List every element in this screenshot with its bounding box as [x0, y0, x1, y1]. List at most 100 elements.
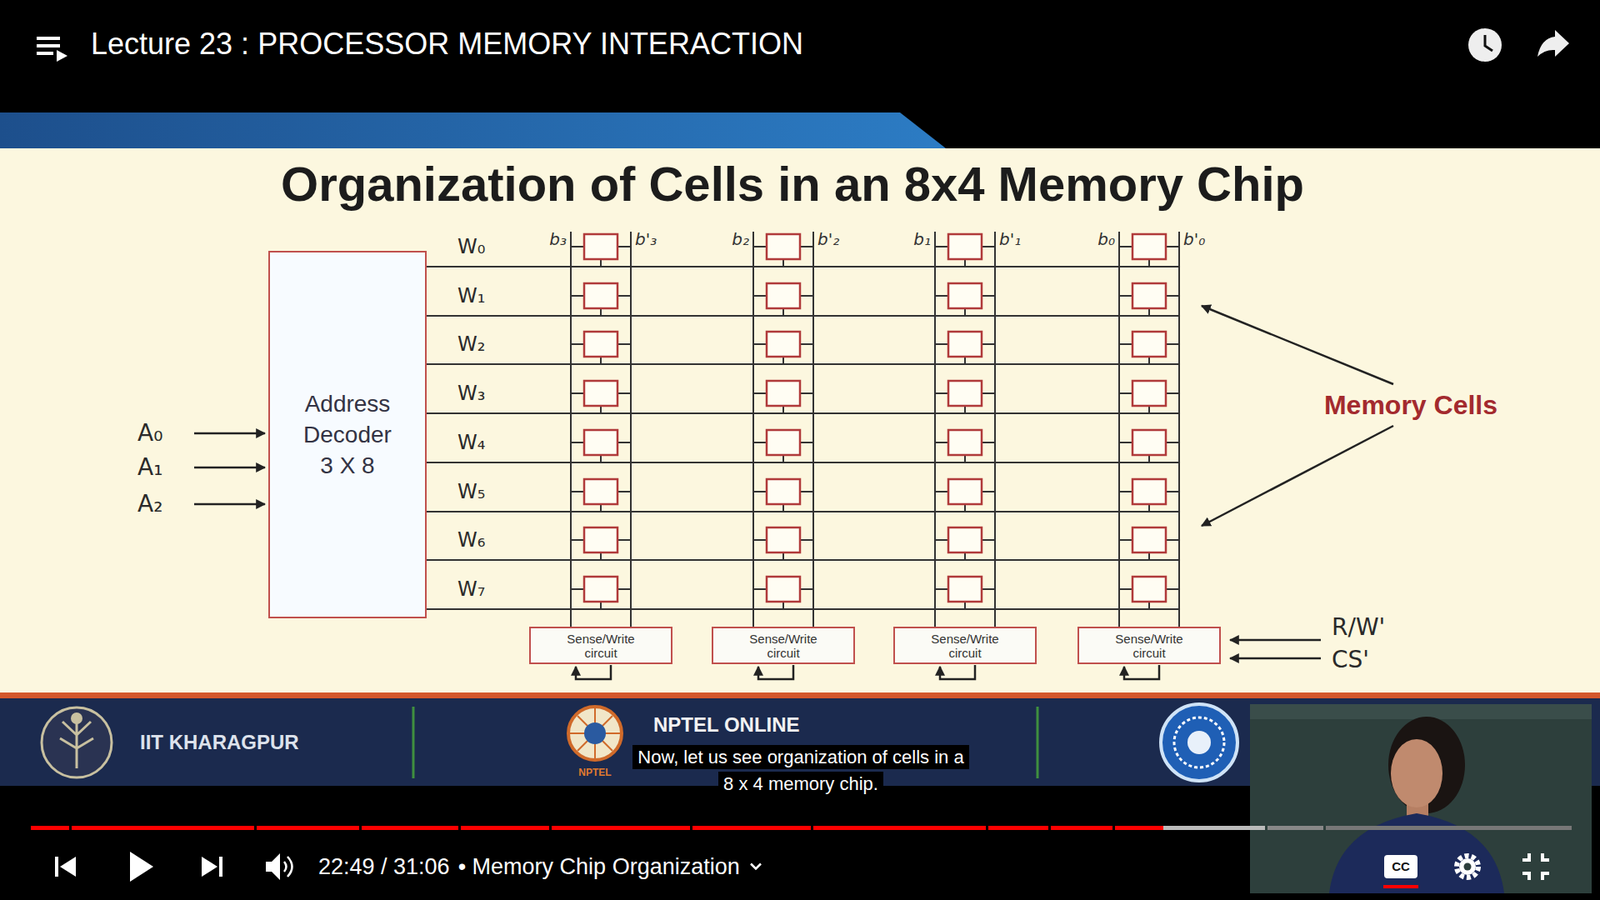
memory-cell: [948, 527, 982, 553]
bit-line-label: b₀: [1097, 229, 1115, 250]
progress-rest: [1267, 825, 1324, 830]
memory-cell: [766, 331, 800, 357]
progress-played: [1115, 825, 1164, 830]
settings-icon: [1459, 858, 1476, 875]
emblem-core: [1187, 730, 1211, 755]
callout-label: Memory Cells: [1324, 389, 1498, 421]
word-line: [426, 510, 1180, 513]
cell-stub: [1148, 405, 1150, 414]
bit-line-label: b'₀: [1183, 229, 1205, 250]
watch-later-icon: [1468, 28, 1502, 62]
cell-stub: [1119, 295, 1133, 297]
address-decoder: Address Decoder3 X 8: [268, 250, 427, 619]
memory-cell: [948, 380, 982, 406]
memory-cell: [766, 283, 800, 309]
cell-stub: [1148, 552, 1150, 560]
cell-stub: [1119, 343, 1133, 345]
iit-emblem: [41, 707, 112, 778]
cell-stub: [1148, 601, 1150, 610]
word-line-label: W₁: [457, 284, 485, 309]
nptel-emblem: [568, 706, 622, 760]
memory-cell: [948, 331, 982, 357]
cell-stub: [800, 441, 814, 444]
cell-stub: [981, 490, 995, 493]
progress-played: [361, 825, 459, 830]
memory-cell: [584, 527, 618, 553]
cell-stub: [782, 601, 785, 610]
memory-cell: [1132, 283, 1166, 309]
memory-cell: [1132, 380, 1166, 406]
board-edge: [1250, 704, 1592, 720]
cell-stub: [782, 455, 785, 463]
memory-cell: [948, 234, 982, 260]
cell-stub: [570, 343, 585, 345]
slide-title: Organization of Cells in an 8x4 Memory C…: [280, 155, 1305, 212]
cell-stub: [964, 356, 966, 365]
cell-stub: [570, 588, 585, 590]
subtitle: Now, let us see organization of cells in…: [632, 745, 969, 796]
input-arrow: [194, 432, 265, 435]
memory-cell: [1132, 576, 1166, 602]
cell-stub: [964, 405, 966, 414]
cell-stub: [1148, 308, 1150, 316]
cell-stub: [1165, 392, 1180, 395]
cell-stub: [1148, 356, 1150, 365]
logo-caption: NPTEL: [578, 766, 611, 779]
cell-stub: [753, 343, 767, 345]
memory-cell: [1132, 430, 1166, 455]
address-input: A₁: [137, 453, 163, 482]
cell-stub: [782, 308, 785, 316]
cell-stub: [935, 295, 949, 297]
cell-stub: [600, 356, 602, 365]
emblem-leaf: [70, 712, 83, 725]
cell-stub: [570, 441, 585, 444]
inset-ground: [1250, 704, 1592, 894]
cell-stub: [753, 588, 767, 590]
cell-stub: [981, 392, 995, 395]
bit-line-label: b₃: [549, 229, 567, 250]
memory-cell: [766, 527, 800, 553]
address-input: A₂: [137, 490, 163, 519]
node-text: Sense/Write circuit: [1109, 631, 1190, 660]
cell-stub: [600, 259, 602, 267]
cell-stub: [753, 539, 767, 541]
emblem-ring: [1174, 717, 1225, 768]
cell-stub: [570, 490, 585, 493]
cell-stub: [617, 295, 631, 297]
progress-played: [71, 825, 255, 830]
cell-stub: [570, 392, 585, 395]
presenter-body: [1329, 813, 1505, 894]
cell-stub: [617, 245, 631, 248]
word-line: [426, 412, 1180, 415]
cell-stub: [1119, 245, 1133, 248]
address-input: A₀: [137, 419, 163, 448]
play-icon: [130, 851, 154, 882]
sense-write-circuit: Sense/Write circuit: [529, 626, 673, 665]
cell-stub: [753, 490, 767, 493]
bit-line: [1118, 231, 1120, 627]
footer-rule: [0, 692, 1600, 699]
emblem-ring: [1160, 704, 1238, 781]
word-line-label: W₇: [457, 577, 485, 602]
progress-played: [813, 825, 986, 830]
cell-stub: [981, 343, 995, 345]
previous-icon: [60, 856, 76, 877]
cell-stub: [1119, 392, 1133, 395]
control-signal: CS': [1331, 645, 1370, 675]
node-text: 3 X 8: [320, 450, 375, 481]
bit-line-label: b'₃: [635, 229, 657, 250]
node-text: Sense/Write circuit: [925, 631, 1005, 660]
control-signal: R/W': [1331, 613, 1385, 642]
time-text: 22:49 / 31:06: [318, 854, 450, 880]
exit-fullscreen-icon: [1522, 853, 1550, 880]
next-icon: [219, 856, 223, 877]
cell-stub: [753, 295, 767, 297]
cell-stub: [964, 455, 966, 463]
progress-played: [30, 825, 70, 830]
share-icon: [1537, 30, 1570, 57]
cell-stub: [600, 308, 602, 316]
cell-stub: [964, 504, 966, 512]
cell-stub: [935, 343, 949, 345]
institute-name: IIT KHARAGPUR: [140, 730, 300, 755]
